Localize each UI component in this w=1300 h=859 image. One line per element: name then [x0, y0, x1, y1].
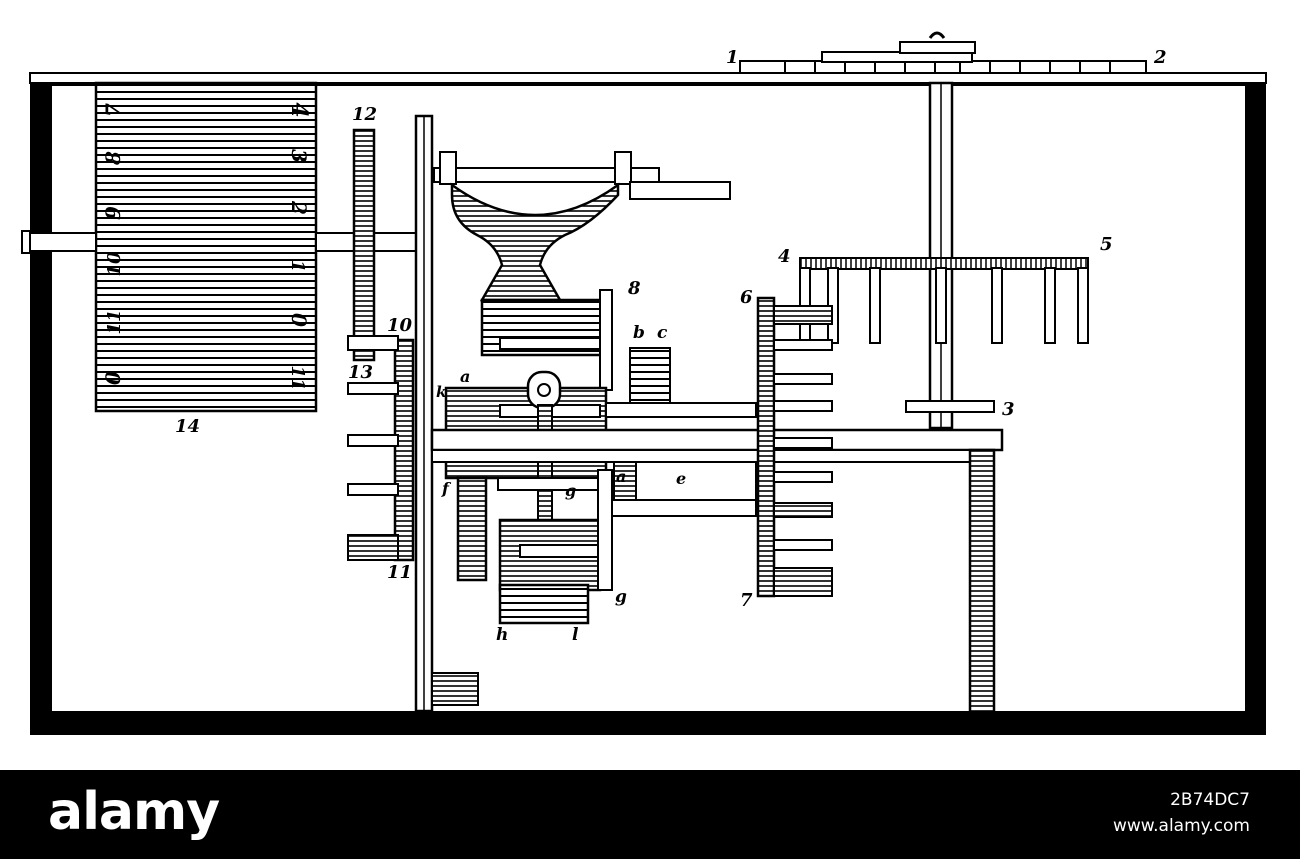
drum-numeral: 11: [104, 309, 125, 334]
right-support-post: [968, 448, 996, 714]
comb-gear-10-11: [347, 335, 415, 562]
label-g-low: g: [615, 587, 627, 607]
comb-gear-6-7: [756, 296, 833, 598]
label-k: k: [436, 383, 446, 401]
label-c: c: [657, 323, 668, 343]
drum-numeral: 1: [287, 260, 308, 273]
label-a-mid: a: [616, 467, 626, 486]
label-8: 8: [627, 278, 641, 299]
watermark-url: www.alamy.com: [1112, 816, 1250, 836]
drum-numerals-left: 7 8 9 10 11 0: [101, 103, 125, 385]
drum-numeral: 3: [287, 149, 311, 163]
label-e: e: [676, 469, 686, 488]
vertical-plate: [414, 114, 479, 713]
label-7: 7: [740, 590, 753, 611]
label-1: 1: [726, 47, 739, 68]
label-13: 13: [348, 362, 373, 383]
top-dial-plate: [739, 31, 1147, 74]
callout-labels: 1 2 3 4 5 6 7 8 10 11 12 13 14 a a b c e…: [175, 47, 1167, 645]
label-a-top: a: [460, 367, 470, 386]
gear-12: [352, 128, 376, 362]
label-14: 14: [175, 416, 200, 437]
label-b: b: [633, 323, 645, 343]
drum-numeral: 10: [104, 251, 125, 277]
label-l: l: [572, 625, 579, 645]
drum-numeral: 9: [101, 206, 125, 220]
label-11: 11: [387, 562, 412, 583]
label-h: h: [496, 625, 508, 645]
number-drum-14: [94, 81, 318, 413]
alamy-logo: alamy: [48, 782, 220, 842]
label-2: 2: [1153, 47, 1167, 68]
mechanism-diagram: 1 2 3 4 5 6 7 8 10 11 12 13 14 a a b c e…: [21, 31, 1267, 735]
label-5: 5: [1100, 234, 1113, 255]
bell-cup-8: [433, 151, 731, 391]
watermark-bar: alamy 2B74DC7 www.alamy.com: [0, 770, 1300, 859]
label-12: 12: [352, 104, 377, 125]
drum-numeral: 7: [101, 103, 125, 117]
drum-numeral: 4: [286, 102, 312, 117]
image-id: 2B74DC7: [1170, 790, 1250, 810]
drum-numeral: 0: [101, 371, 125, 385]
drum-numeral: 11: [287, 365, 308, 390]
drum-numeral: 8: [101, 151, 125, 166]
label-3: 3: [1002, 399, 1015, 420]
label-6: 6: [740, 287, 753, 308]
drum-numerals-right: 4 3 2 1 0 11: [286, 102, 312, 390]
drum-numeral: 0: [287, 313, 311, 327]
label-10: 10: [387, 315, 413, 336]
label-g-mid: g: [565, 481, 576, 500]
drum-numeral: 2: [287, 200, 311, 215]
label-f: f: [441, 479, 452, 498]
main-horizontal-shafts: [430, 402, 1004, 517]
label-4: 4: [778, 246, 791, 267]
